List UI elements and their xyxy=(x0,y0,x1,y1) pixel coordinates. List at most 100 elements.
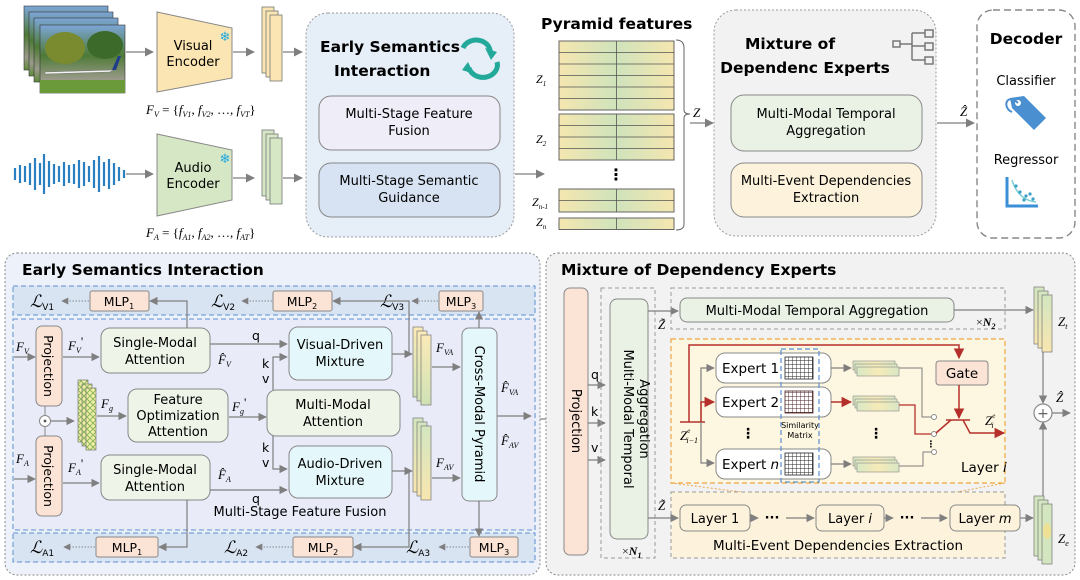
similarity-label-1: Similarity xyxy=(781,421,819,430)
mlp1-visual-label: MLP1 xyxy=(104,294,134,311)
video-frames-image xyxy=(23,5,126,94)
plus-sign: + xyxy=(1037,406,1049,422)
n2-label: ×N2 xyxy=(976,315,995,331)
gate-label: Gate xyxy=(946,366,978,382)
foa-label-1: Feature xyxy=(153,393,202,408)
fa-hat-label: F̂A xyxy=(217,467,231,484)
visual-feature-stack xyxy=(261,6,283,82)
fv-prime-label: FV' xyxy=(67,334,83,355)
arrow xyxy=(158,500,188,552)
switch-lever xyxy=(935,419,952,434)
mmta-vertical-label-1: Multi-Modal Temporal xyxy=(620,349,635,488)
mlp3-audio xyxy=(469,536,519,558)
hierarchy-tree-icon xyxy=(892,29,934,65)
similarity-matrix-n xyxy=(784,452,814,476)
medx-label-2: Extraction xyxy=(793,191,859,206)
layers-ellipsis-2: ··· xyxy=(900,511,915,526)
adm-label-1: Audio-Driven xyxy=(298,457,383,472)
mde-title-1: Mixture of xyxy=(745,35,835,53)
arrowhead xyxy=(485,48,497,60)
vertical-ellipsis: ⋮ xyxy=(608,167,624,184)
zn-label: Zn xyxy=(536,215,547,231)
pyramid-zn-1 xyxy=(558,188,675,213)
arrow xyxy=(353,470,410,552)
regressor-label: Regressor xyxy=(994,153,1059,168)
fg-label: Fg xyxy=(100,396,113,413)
foa-label-3: Attention xyxy=(148,425,208,440)
q-label-audio: q xyxy=(252,491,260,506)
mssg-box xyxy=(318,162,501,218)
switch-ellipsis: ⋮ xyxy=(927,439,936,449)
mde-projection-label: Projection xyxy=(568,389,583,453)
z1-label: Z1 xyxy=(536,72,546,88)
decoder-title: Decoder xyxy=(990,30,1063,48)
cross-modal-pyramid-label: Cross-Modal Pyramid xyxy=(471,346,486,483)
projection-audio-label: Projection xyxy=(41,445,56,507)
sma-audio-label-1: Single-Modal xyxy=(113,463,197,478)
multi-modal-attention xyxy=(266,389,401,437)
medx-label-1: Multi-Event Dependencies xyxy=(741,174,912,189)
audio-encoder-label-2: Encoder xyxy=(166,177,220,192)
pyramid-zn xyxy=(558,217,675,230)
mlp3-visual xyxy=(438,290,484,312)
single-modal-attention-audio xyxy=(100,454,211,501)
arrow xyxy=(272,436,288,474)
similarity-label-2: Matrix xyxy=(787,431,812,440)
decoder-block: Decoder Classifier Regressor xyxy=(976,9,1076,239)
red-arrow xyxy=(688,344,965,422)
mma-label-2: Attention xyxy=(303,415,363,430)
fva-label: FVA xyxy=(435,340,453,357)
mlp1-audio xyxy=(95,536,159,558)
mmta-n1-group xyxy=(600,287,656,559)
z-tilde-bottom: Z̃ xyxy=(658,498,666,513)
mmta-label-1: Multi-Modal Temporal xyxy=(756,107,895,122)
fusion-label: Multi-Stage Feature Fusion xyxy=(213,505,386,520)
z-label: Z xyxy=(693,105,701,120)
ze-feature-stack xyxy=(1033,495,1053,565)
fv-input-label: FV xyxy=(15,339,30,356)
fv-hat-label: F̂V xyxy=(217,352,232,369)
medx-box xyxy=(730,162,923,218)
outputs-ellipsis: ⋮ xyxy=(869,425,883,441)
mde-projection xyxy=(563,287,589,556)
sma-visual-label-2: Attention xyxy=(125,353,185,368)
arrow xyxy=(332,296,410,355)
z2-label: Z2 xyxy=(536,132,547,148)
mssg-label-1: Multi-Stage Semantic xyxy=(339,174,478,189)
visual-encoder-label-1: Visual xyxy=(174,39,213,54)
expert-output-stacks xyxy=(852,360,900,473)
mmta-n2-group xyxy=(670,287,1006,330)
expert-2-label: Expert 2 xyxy=(722,395,779,411)
classifier-label: Classifier xyxy=(996,74,1056,89)
audio-driven-mixture xyxy=(288,445,393,499)
mlp1-audio-label: MLP1 xyxy=(112,540,142,557)
loss-v1: ℒV1 xyxy=(30,292,54,313)
visual-encoder: Visual Encoder ❄ xyxy=(156,11,233,93)
v-label-visual: v xyxy=(262,371,270,386)
z-hat-output: Ẑ xyxy=(1056,390,1064,405)
sma-visual-label-1: Single-Modal xyxy=(113,336,197,351)
mlp2-visual xyxy=(272,290,333,312)
fa-input-label: FA xyxy=(15,451,29,468)
ze-label: Ze xyxy=(1058,531,1069,548)
zt-label: Zt xyxy=(1058,314,1068,331)
z-hat-label: Ẑ xyxy=(960,104,968,119)
tag-icon xyxy=(1005,96,1046,130)
arrow xyxy=(149,296,188,328)
zt-feature-stack xyxy=(1033,286,1053,353)
loss-v2: ℒV2 xyxy=(211,292,235,313)
arrow xyxy=(700,422,715,468)
mlp2-audio-label: MLP2 xyxy=(308,540,338,557)
sma-audio-label-2: Attention xyxy=(125,480,185,495)
v-label-audio: v xyxy=(262,455,270,470)
snowflake-icon: ❄ xyxy=(220,151,231,166)
mlp3-visual-label: MLP3 xyxy=(446,294,476,311)
mmta-vertical-label-2: Aggregation xyxy=(636,379,651,459)
audio-losses: ℒA1 ℒA2 ℒA3 MLP1 MLP2 MLP3 xyxy=(30,536,519,559)
mmta-label-2: Aggregation xyxy=(786,124,866,139)
mlp1-visual xyxy=(89,290,150,312)
similarity-matrix-2 xyxy=(784,390,814,414)
esi-overview-block: Early Semantics Interaction Multi-Stage … xyxy=(305,12,515,238)
